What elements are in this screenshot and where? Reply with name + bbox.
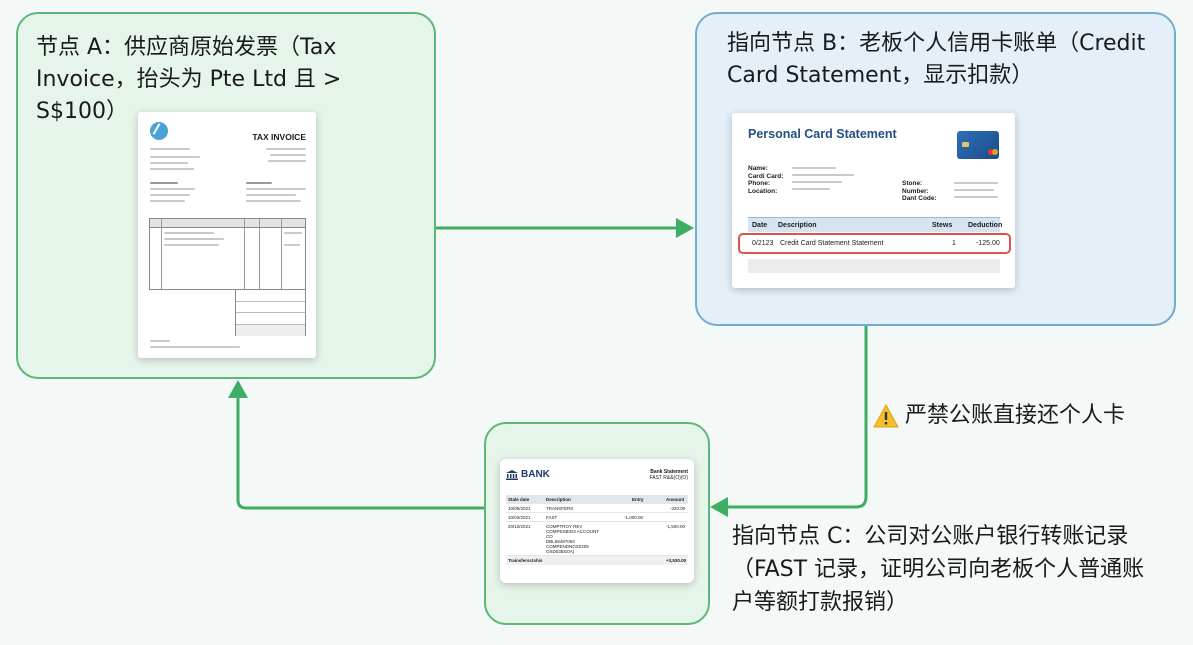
credit-card-icon — [957, 131, 999, 159]
card-statement-image: Personal Card Statement Name: Cardi Card… — [732, 113, 1015, 288]
bank-transactions-table: Stale date Description Entry Ansount 10/… — [506, 495, 688, 565]
company-logo-icon — [150, 122, 168, 140]
table-footer: Trainsfersctshis +3,530.00 — [506, 556, 688, 565]
statement-right-labels: Stone: Number: Dant Code: — [902, 180, 937, 202]
invoice-line-table — [149, 218, 306, 290]
statement-left-labels: Name: Cardi Card: Phone: Location: — [748, 165, 784, 195]
table-row: 10/03/2021 FAST -1,000.00 — [506, 513, 688, 522]
bank-logo: BANK — [506, 469, 550, 480]
node-c-caption: 指向节点 C：公司对公账户银行转账记录（FAST 记录，证明公司向老板个人普通账… — [732, 524, 1145, 615]
bank-heading: Bank Statement FAST R&&(O)(O) — [649, 469, 688, 481]
node-a-title: 节点 A：供应商原始发票（Tax Invoice，抬头为 Pte Ltd 且 >… — [36, 35, 342, 124]
statement-table-header: Date Description Stews Deduction — [748, 217, 1002, 232]
tax-invoice-image: TAX INVOICE — [138, 112, 316, 358]
invoice-title: TAX INVOICE — [252, 132, 306, 142]
table-row: 20/10/2021 COMPTROY REV COMPESBIO3 ACCOU… — [506, 522, 688, 556]
arrow-c-to-a — [236, 396, 484, 510]
arrowhead-a — [228, 380, 248, 398]
arrowhead-c — [710, 497, 728, 517]
node-b-title: 指向节点 B：老板个人信用卡账单（Credit Card Statement，显… — [727, 31, 1146, 88]
statement-title: Personal Card Statement — [748, 127, 897, 141]
bank-statement-image: BANK Bank Statement FAST R&&(O)(O) Stale… — [500, 459, 694, 583]
warning-text: 严禁公账直接还个人卡 — [905, 403, 1126, 428]
warning-note: 严禁公账直接还个人卡 — [873, 400, 1125, 432]
arrow-b-to-c — [722, 326, 868, 509]
bank-building-icon — [506, 469, 518, 480]
arrowhead-b — [676, 218, 694, 238]
highlighted-charge-row: 0/2123 Credit Card Statement Statement 1… — [738, 233, 1011, 254]
warning-icon — [873, 404, 899, 428]
invoice-totals — [235, 290, 306, 336]
table-row: 10/05/2021 TRANSFERS -320.00 — [506, 504, 688, 513]
